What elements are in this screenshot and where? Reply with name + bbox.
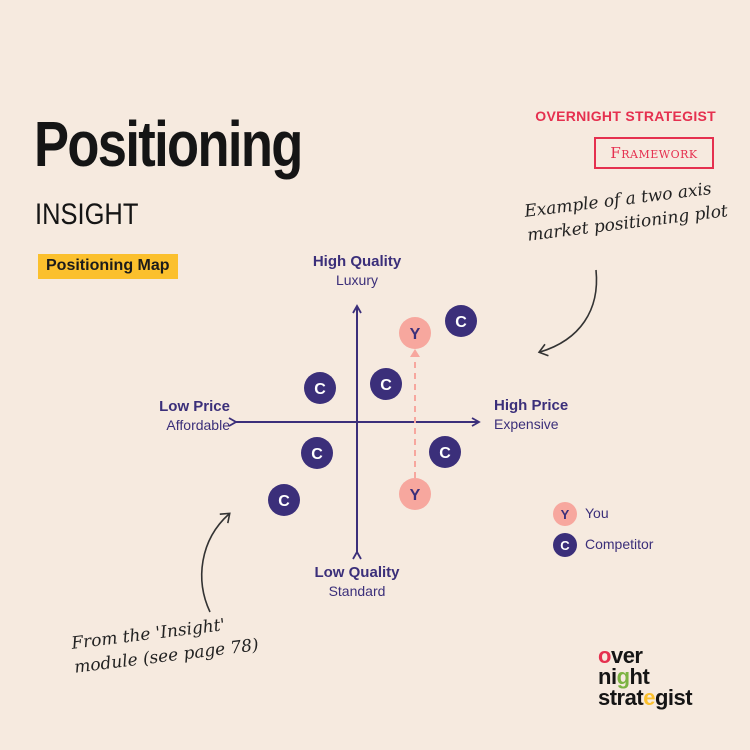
logo-o: o [598, 643, 611, 668]
axis-bottom-sub: Standard [328, 583, 386, 599]
axis-label-top: High Quality Luxury [297, 253, 417, 288]
axis-right-sub: Expensive [494, 416, 559, 432]
axis-label-right: High Price Expensive [494, 397, 614, 432]
svg-text:C: C [380, 377, 392, 394]
marker-you-2: Y [399, 478, 431, 510]
logo-line-1: over [598, 643, 692, 668]
legend-you-marker: Y [553, 502, 577, 526]
marker-competitor-3: C [370, 368, 402, 400]
svg-text:Y: Y [410, 487, 421, 504]
logo-ver: ver [610, 643, 643, 668]
svg-text:C: C [278, 493, 290, 510]
note-arrow-bottom-left [200, 512, 231, 613]
logo-strat: strat [598, 685, 644, 710]
page-title: Positioning [34, 108, 303, 180]
legend-competitor-label: Competitor [585, 536, 654, 552]
note-arrow-top-right [537, 269, 598, 357]
svg-text:C: C [314, 381, 326, 398]
svg-text:C: C [560, 538, 570, 553]
marker-competitor-1: C [445, 305, 477, 337]
positioning-map-tag: Positioning Map [38, 254, 178, 279]
axis-top-sub: Luxury [335, 272, 379, 288]
framework-badge: Framework [594, 137, 714, 169]
logo-e: e [643, 685, 655, 710]
marker-competitor-2: C [304, 372, 336, 404]
logo-g: g [616, 664, 630, 689]
logo-ni: ni [598, 664, 617, 689]
logo-gist: gist [654, 685, 693, 710]
axis-left-main: Low Price [159, 398, 230, 415]
axis-top-main: High Quality [312, 253, 402, 270]
brand-name: OVERNIGHT STRATEGIST [535, 108, 716, 124]
legend-you-label: You [585, 505, 609, 521]
axis-label-left: Low Price Affordable [120, 398, 230, 433]
overnight-strategist-logo: over night strategist [598, 643, 693, 710]
svg-text:Y: Y [410, 326, 421, 343]
logo-line-3: strategist [598, 685, 693, 710]
legend-competitor-marker: C [553, 533, 577, 557]
marker-competitor-5: C [429, 436, 461, 468]
svg-text:C: C [455, 314, 467, 331]
logo-ht: ht [629, 664, 650, 689]
page-subtitle: INSIGHT [35, 198, 139, 231]
svg-text:C: C [439, 445, 451, 462]
axis-right-main: High Price [494, 397, 569, 414]
marker-competitor-4: C [301, 437, 333, 469]
marker-competitor-6: C [268, 484, 300, 516]
marker-you-1: Y [399, 317, 431, 349]
axis-bottom-main: Low Quality [314, 564, 400, 581]
svg-text:C: C [311, 446, 323, 463]
axis-label-bottom: Low Quality Standard [297, 564, 417, 599]
logo-line-2: night [598, 664, 692, 689]
svg-text:Y: Y [561, 507, 570, 522]
axis-left-sub: Affordable [166, 417, 230, 433]
